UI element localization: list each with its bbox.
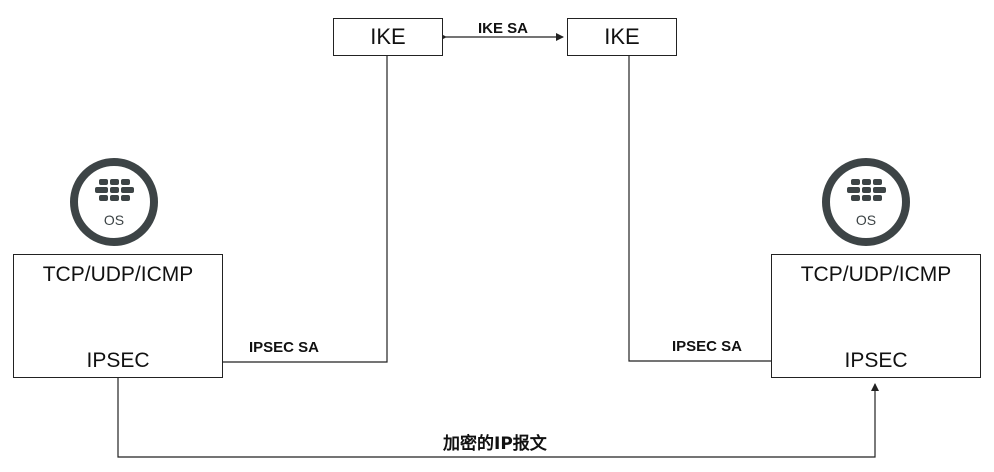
right-ipsec-sa-connector xyxy=(628,56,842,365)
right-ipsec-sa-label: IPSEC SA xyxy=(672,338,743,355)
right-protocol-label: TCP/UDP/ICMP xyxy=(800,263,952,286)
right-ike-box: IKE xyxy=(567,18,677,56)
right-os-logo: OS xyxy=(821,157,911,247)
left-ike-label: IKE xyxy=(370,24,406,49)
left-logo-text: OS xyxy=(104,212,124,228)
encrypted-packet-path xyxy=(117,378,879,458)
left-ike-box: IKE xyxy=(333,18,443,56)
left-protocol-label: TCP/UDP/ICMP xyxy=(42,263,194,286)
left-ipsec-label: IPSEC xyxy=(86,349,150,372)
left-host-stack: TCP/UDP/ICMP IPSEC xyxy=(13,254,223,378)
left-os-logo: OS xyxy=(69,157,159,247)
left-ipsec-sa-connector xyxy=(150,56,388,366)
fortinet-os-icon: OS xyxy=(70,158,158,246)
ike-sa-label: IKE SA xyxy=(478,20,529,37)
encrypted-packet-label: 加密的IP报文 xyxy=(443,434,547,454)
right-logo-text: OS xyxy=(856,212,876,228)
fortinet-os-icon: OS xyxy=(822,158,910,246)
right-ipsec-label: IPSEC xyxy=(844,349,908,372)
right-host-stack: TCP/UDP/ICMP IPSEC xyxy=(771,254,981,378)
right-ike-label: IKE xyxy=(604,24,640,49)
left-ipsec-sa-label: IPSEC SA xyxy=(249,339,320,356)
